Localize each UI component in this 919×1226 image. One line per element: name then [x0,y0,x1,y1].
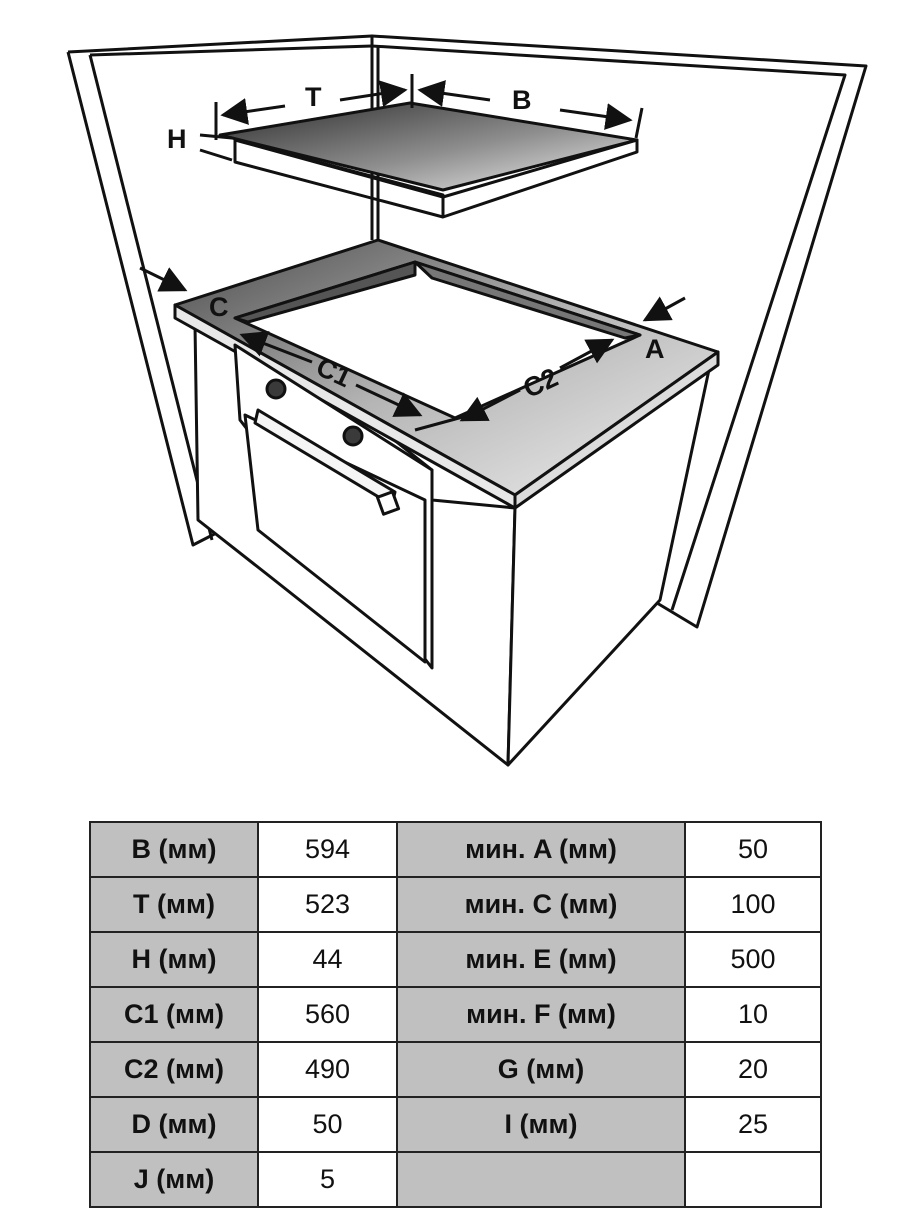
dimension-value: 500 [684,931,822,988]
label-c: C [209,292,229,322]
dimension-lines [139,74,686,432]
dimension-key: G (мм) [396,1041,686,1098]
dimension-key: мин. E (мм) [396,931,686,988]
dimension-key: T (мм) [89,876,259,933]
empty-cell [684,1151,822,1208]
hob-unit [218,101,639,219]
dimension-key: D (мм) [89,1096,259,1153]
dimension-value: 50 [684,821,822,878]
dimension-value: 523 [257,876,398,933]
dimension-key: C2 (мм) [89,1041,259,1098]
table-row: T (мм) 523 мин. C (мм) 100 [89,876,822,933]
table-row: H (мм) 44 мин. E (мм) 500 [89,931,822,988]
installation-diagram: T B H C C1 C2 A [66,34,868,767]
dimension-key: C1 (мм) [89,986,259,1043]
dimension-value: 10 [684,986,822,1043]
label-a: A [645,334,665,364]
dimension-value: 560 [257,986,398,1043]
dimension-key: I (мм) [396,1096,686,1153]
dimension-value: 25 [684,1096,822,1153]
empty-cell [396,1151,686,1208]
oven [233,343,434,670]
label-b: B [512,85,532,115]
table-row: C2 (мм) 490 G (мм) 20 [89,1041,822,1098]
dimension-key: H (мм) [89,931,259,988]
dimension-value: 20 [684,1041,822,1098]
dimension-key: мин. C (мм) [396,876,686,933]
walls [66,34,868,629]
dimension-value: 5 [257,1151,398,1208]
dimension-key: B (мм) [89,821,259,878]
table-row: C1 (мм) 560 мин. F (мм) 10 [89,986,822,1043]
dimension-value: 100 [684,876,822,933]
table-row: D (мм) 50 I (мм) 25 [89,1096,822,1153]
dimension-value: 490 [257,1041,398,1098]
label-h: H [167,124,187,154]
dimension-labels: T B H C C1 C2 A [167,82,665,404]
table-row: B (мм) 594 мин. A (мм) 50 [89,821,822,878]
dimension-key: мин. A (мм) [396,821,686,878]
dimensions-table: B (мм) 594 мин. A (мм) 50 T (мм) 523 мин… [89,821,822,1208]
dimension-value: 44 [257,931,398,988]
label-t: T [305,82,322,112]
dimension-value: 594 [257,821,398,878]
dimension-key: мин. F (мм) [396,986,686,1043]
dimension-key: J (мм) [89,1151,259,1208]
table-row: J (мм) 5 [89,1151,822,1208]
dimension-value: 50 [257,1096,398,1153]
